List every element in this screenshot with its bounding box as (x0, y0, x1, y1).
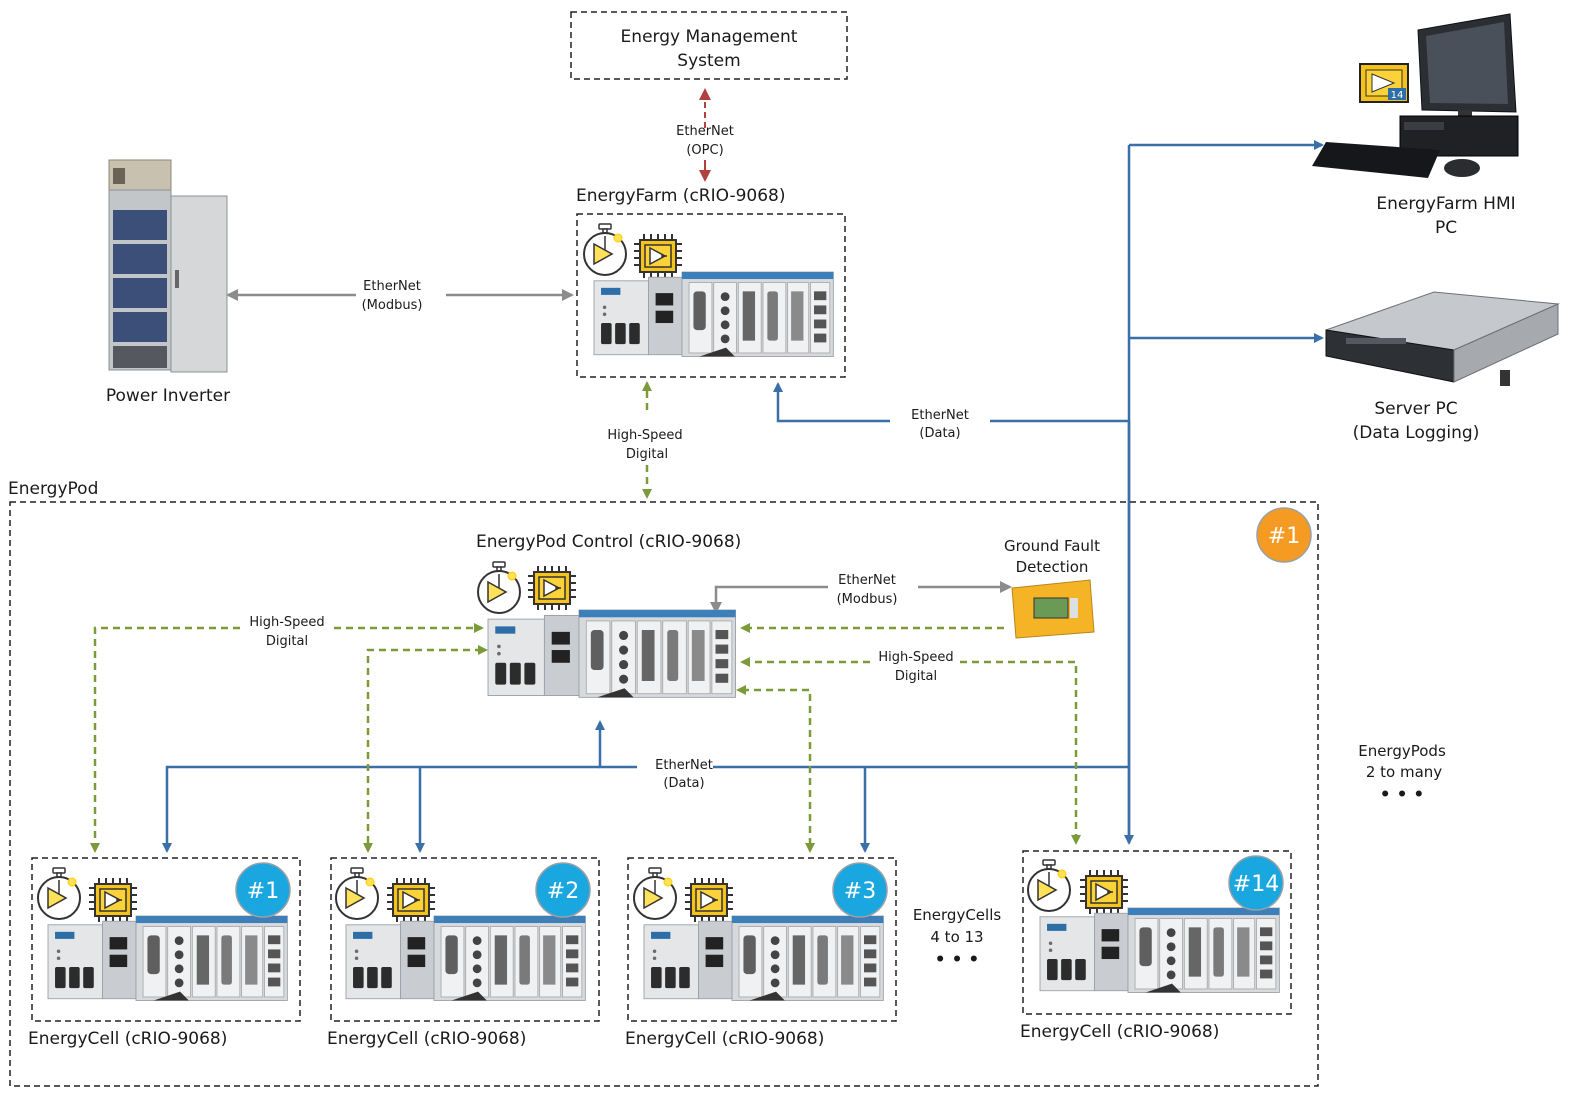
fpga-chip-icon (527, 565, 577, 611)
pod-badge (1256, 507, 1312, 563)
high-speed-digital-links (90, 381, 1081, 853)
energy-cell: #2 EnergyCell (cRIO-9068) (327, 857, 600, 1049)
server-label-1: Server PC (1374, 399, 1457, 419)
gfd-label-1: Ground Fault (1004, 537, 1100, 555)
hsd-right-label-2: Digital (895, 669, 937, 684)
pod-data-link-label-2: (Data) (663, 776, 704, 791)
server-pc-icon (1325, 291, 1560, 386)
energy-cell: #3 EnergyCell (cRIO-9068) (625, 857, 897, 1049)
power-inverter-icon (108, 159, 228, 373)
cells-more-label-2: 4 to 13 (930, 928, 983, 946)
energy-pod-box (9, 501, 1319, 1087)
hsd-right-label-1: High-Speed (878, 650, 953, 665)
energy-pod-label: EnergyPod (8, 479, 98, 499)
pod-data-link-label-1: EtherNet (655, 758, 713, 773)
energy-cell: #14 EnergyCell (cRIO-9068) (1020, 850, 1292, 1042)
cell-badge: #2 (547, 879, 579, 904)
cell-badge: #3 (844, 879, 876, 904)
energy-management-system (570, 11, 848, 80)
cell-title: EnergyCell (cRIO-9068) (28, 1029, 227, 1049)
hmi-pc-icon: 14 (1312, 13, 1519, 178)
hsd-left-label-2: Digital (266, 634, 308, 649)
opc-link-label-1: EtherNet (676, 124, 734, 139)
farm-pod-link-label-1: High-Speed (607, 428, 682, 443)
ems-label-1: Energy Management (621, 27, 798, 47)
data-link-label-1: EtherNet (911, 408, 969, 423)
data-link-label-2: (Data) (919, 426, 960, 441)
gfd-link-label-1: EtherNet (838, 573, 896, 588)
cell-badge: #1 (247, 879, 279, 904)
server-label-2: (Data Logging) (1353, 423, 1480, 443)
crio-chassis-icon (593, 271, 834, 357)
timing-icon (477, 561, 521, 614)
farm-pod-link-label-2: Digital (626, 447, 668, 462)
pod-control-title: EnergyPod Control (cRIO-9068) (476, 532, 741, 552)
modbus-link-label-1: EtherNet (363, 279, 421, 294)
energy-farm-title: EnergyFarm (cRIO-9068) (576, 186, 786, 206)
opc-link-label-2: (OPC) (686, 143, 723, 158)
pods-more-dots: • • • (1380, 785, 1424, 805)
cells-more-dots: • • • (935, 950, 979, 970)
crio-chassis-icon (487, 609, 736, 698)
svg-text:14: 14 (1391, 90, 1404, 101)
gfd-link-label-2: (Modbus) (837, 592, 898, 607)
gfd-modbus-link (710, 581, 1012, 614)
gfd-label-2: Detection (1016, 558, 1089, 576)
hmi-label-1: EnergyFarm HMI (1376, 194, 1515, 214)
cells-more-label-1: EnergyCells (913, 906, 1002, 924)
energy-cell: #1 EnergyCell (cRIO-9068) (28, 857, 301, 1049)
cell-title: EnergyCell (cRIO-9068) (625, 1029, 824, 1049)
cell-title: EnergyCell (cRIO-9068) (1020, 1022, 1219, 1042)
ems-label-2: System (677, 51, 740, 71)
hsd-left-label-1: High-Speed (249, 615, 324, 630)
cell-title: EnergyCell (cRIO-9068) (327, 1029, 526, 1049)
hmi-label-2: PC (1435, 218, 1457, 238)
modbus-link-label-2: (Modbus) (362, 298, 423, 313)
energy-farm-box (576, 213, 846, 378)
fpga-chip-icon (633, 233, 683, 279)
ground-fault-detector-icon (1011, 579, 1095, 639)
ethernet-data-backbone (162, 140, 1324, 853)
pod-badge-label: #1 (1268, 524, 1300, 549)
timing-icon (583, 223, 627, 276)
pods-more-label-2: 2 to many (1366, 763, 1442, 781)
cell-badge: #14 (1233, 872, 1279, 897)
power-inverter-label: Power Inverter (106, 386, 230, 406)
pods-more-label-1: EnergyPods (1358, 742, 1446, 760)
